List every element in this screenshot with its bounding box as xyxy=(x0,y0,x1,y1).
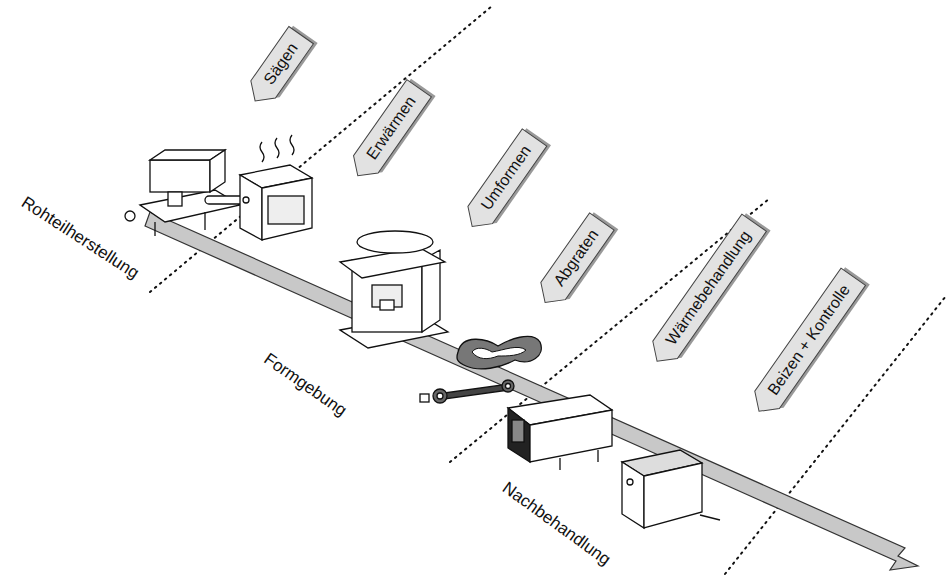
forged-part-core xyxy=(472,347,526,358)
process-step-arrow: Beizen + Kontrolle xyxy=(747,268,866,420)
phase-label: Formgebung xyxy=(260,349,350,421)
process-step-arrow: Erwärmen xyxy=(345,80,431,185)
arrow-outline xyxy=(345,80,431,185)
process-step-arrow: Abgraten xyxy=(532,213,613,311)
arrow-outline xyxy=(243,27,314,110)
pickling-tank xyxy=(622,450,720,528)
arrow-outline xyxy=(460,129,547,235)
arrow-outline xyxy=(645,214,767,370)
connecting-rod xyxy=(420,380,514,403)
phase-divider xyxy=(450,198,770,462)
furnace xyxy=(240,135,312,240)
process-step-arrow: Sägen xyxy=(243,27,314,110)
step-label: Beizen + Kontrolle xyxy=(763,281,854,399)
phase-label: Nachbehandlung xyxy=(498,478,614,570)
heat-treatment-furnace xyxy=(508,395,612,470)
forging-press xyxy=(340,231,448,348)
process-step-arrow: Umformen xyxy=(460,129,547,235)
arrow-outline xyxy=(747,268,866,420)
conveyor-band xyxy=(145,212,918,570)
phase-label: Rohteilherstellung xyxy=(17,193,142,284)
forged-part xyxy=(457,336,541,369)
process-step-arrow: Wärmebehandlung xyxy=(645,214,767,370)
step-label: Wärmebehandlung xyxy=(662,227,756,349)
arrow-outline xyxy=(532,213,613,311)
